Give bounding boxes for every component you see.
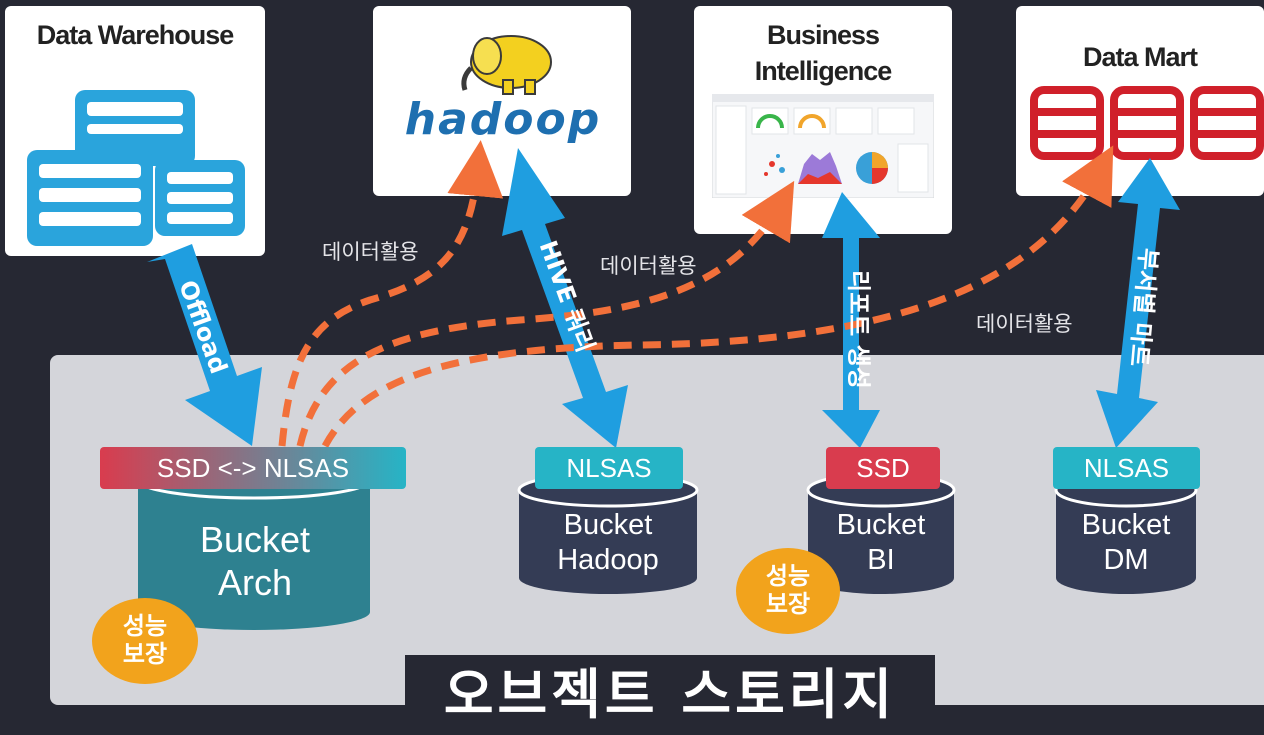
performance-guarantee-badge-arch: 성능 보장 bbox=[92, 598, 198, 684]
bucket-hadoop-label: Bucket Hadoop bbox=[519, 508, 697, 578]
business-intelligence-card: Business Intelligence bbox=[694, 6, 952, 234]
hive-query-arrow bbox=[502, 148, 628, 448]
data-usage-note-datamart: 데이터활용 bbox=[976, 312, 1073, 336]
usage-curve-hadoop bbox=[278, 140, 504, 447]
bucket-bi-line1: Bucket bbox=[836, 509, 926, 541]
data-warehouse-card: Data Warehouse bbox=[5, 6, 265, 256]
dashboard-thumbnail-icon bbox=[712, 94, 934, 198]
data-mart-card: Data Mart bbox=[1016, 6, 1264, 196]
bucket-arch-label: Bucket Arch bbox=[160, 518, 350, 604]
bucket-dm-line1: Bucket bbox=[1081, 509, 1171, 541]
data-usage-note-hadoop: 데이터활용 bbox=[322, 240, 419, 264]
usage-curve-bi bbox=[296, 180, 795, 447]
data-usage-note-bi: 데이터활용 bbox=[600, 254, 697, 278]
offload-arrow bbox=[147, 244, 262, 446]
hadoop-card: hadoop bbox=[373, 6, 631, 196]
bucket-arch-tier-tag: SSD <-> NLSAS bbox=[100, 447, 406, 489]
bucket-bi-cylinder bbox=[806, 472, 956, 594]
performance-guarantee-badge-bi: 성능 보장 bbox=[736, 548, 840, 634]
badge-arch-line1: 성능 bbox=[122, 612, 168, 641]
bi-title-line2: Intelligence bbox=[754, 56, 893, 86]
database-icon bbox=[27, 90, 245, 246]
hadoop-logo-text: hadoop bbox=[404, 94, 602, 145]
bucket-dm-label: Bucket DM bbox=[1056, 508, 1196, 578]
bucket-hadoop-line1: Bucket bbox=[563, 509, 653, 541]
usage-curve-datamart bbox=[321, 145, 1114, 448]
bucket-hadoop-tier-tag: NLSAS bbox=[535, 447, 683, 489]
bucket-arch-line1: Bucket bbox=[199, 519, 311, 560]
department-mart-arrow bbox=[1096, 158, 1180, 448]
badge-arch-line2: 보장 bbox=[122, 640, 168, 668]
hadoop-elephant-icon bbox=[461, 35, 552, 95]
object-storage-title: 오브젝트 스토리지 bbox=[405, 655, 935, 735]
report-generation-arrow bbox=[822, 192, 880, 448]
bucket-bi-label: Bucket BI bbox=[808, 508, 954, 578]
bucket-bi-tier-tag: SSD bbox=[826, 447, 940, 489]
bucket-arch-line2: Arch bbox=[217, 562, 293, 604]
bucket-bi-line2: BI bbox=[867, 543, 895, 576]
data-warehouse-title: Data Warehouse bbox=[36, 20, 235, 50]
data-mart-title: Data Mart bbox=[1082, 42, 1198, 72]
badge-bi-line1: 성능 bbox=[765, 562, 811, 591]
data-mart-database-icon bbox=[1030, 86, 1264, 160]
bucket-dm-tier-tag: NLSAS bbox=[1053, 447, 1200, 489]
bucket-dm-line2: DM bbox=[1103, 543, 1149, 576]
bi-title-line1: Business bbox=[766, 20, 880, 50]
bucket-hadoop-line2: Hadoop bbox=[557, 543, 659, 576]
badge-bi-line2: 보장 bbox=[765, 590, 811, 618]
